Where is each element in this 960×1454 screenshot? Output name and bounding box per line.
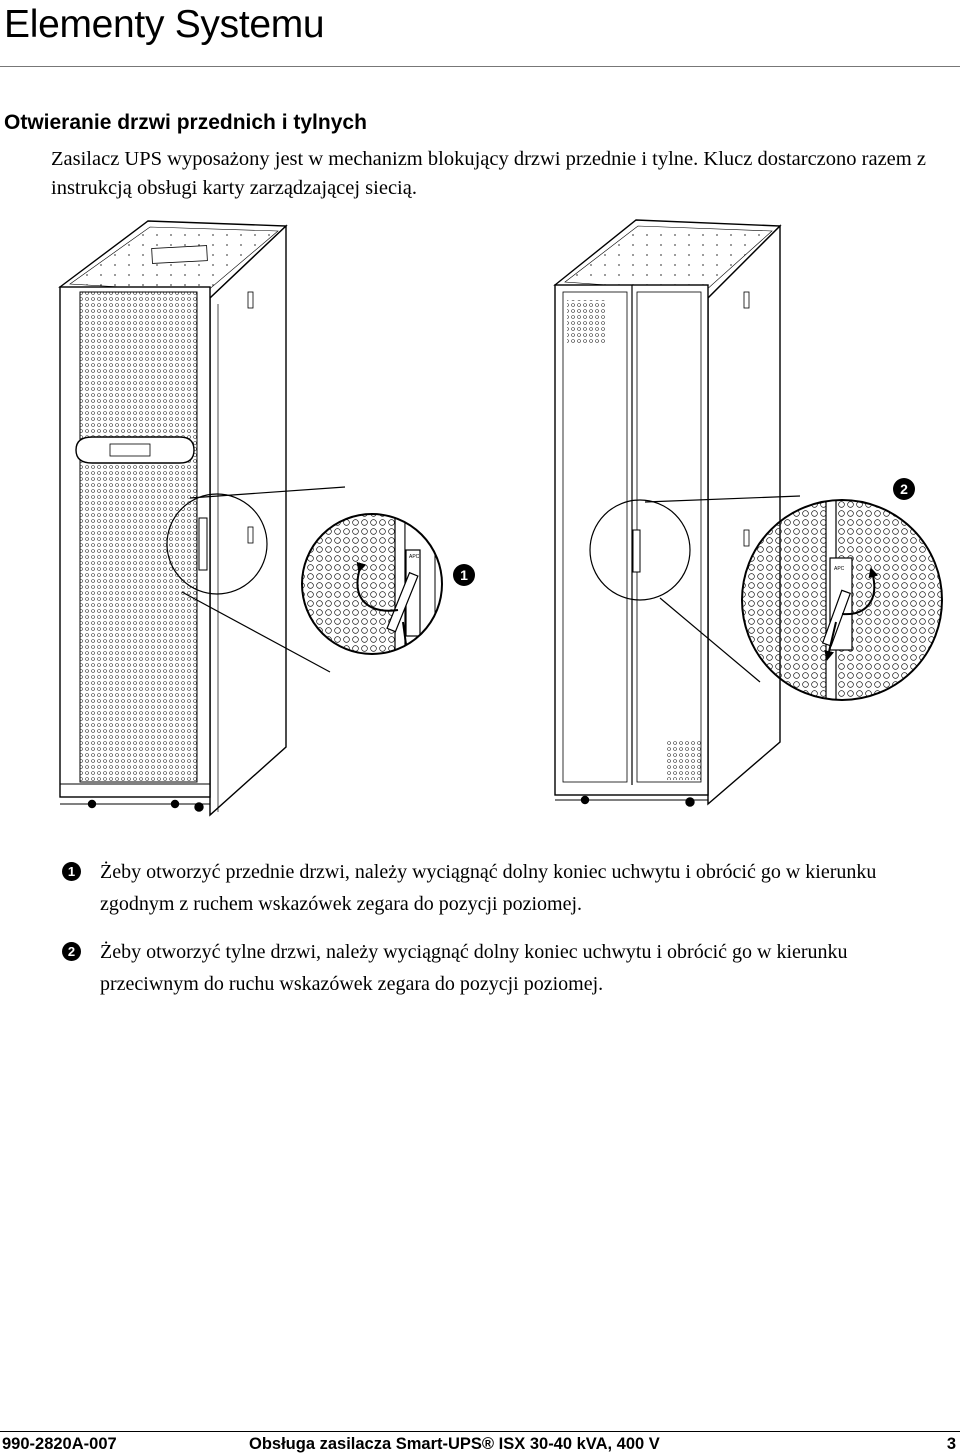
- zoom-rear-handle: APC: [741, 499, 943, 701]
- title-divider: [0, 66, 960, 67]
- step-marker: 1: [62, 862, 81, 881]
- intro-paragraph: Zasilacz UPS wyposażony jest w mechanizm…: [51, 148, 926, 199]
- magnify-leaders: [166, 486, 801, 683]
- callout-2-label: 2: [900, 481, 908, 497]
- step-marker: 2: [62, 942, 81, 961]
- apc-logo-rear: APC: [834, 566, 845, 572]
- page-title: Elementy Systemu: [4, 3, 325, 46]
- callout-1: 1: [453, 564, 475, 586]
- front-cabinet: [58, 220, 288, 817]
- page-footer: 990-2820A-007 Obsługa zasilacza Smart-UP…: [0, 1434, 960, 1454]
- callout-2: 2: [893, 478, 915, 500]
- footer-manual-title: Obsługa zasilacza Smart-UPS® ISX 30-40 k…: [249, 1435, 660, 1453]
- footer-page-number: 3: [946, 1435, 956, 1453]
- ups-door-illustration: APC APC 1 2: [58, 219, 943, 817]
- apc-logo: APC: [409, 554, 420, 560]
- step-text: Żeby otworzyć tylne drzwi, należy wyciąg…: [100, 941, 848, 995]
- callout-1-label: 1: [460, 567, 468, 583]
- step-text: Żeby otworzyć przednie drzwi, należy wyc…: [100, 861, 877, 915]
- rear-cabinet: [553, 219, 782, 807]
- zoom-front-handle: APC: [301, 513, 443, 655]
- section-heading: Otwieranie drzwi przednich i tylnych: [4, 111, 367, 134]
- footer-divider: [0, 1431, 960, 1432]
- footer-doc-number: 990-2820A-007: [2, 1435, 117, 1453]
